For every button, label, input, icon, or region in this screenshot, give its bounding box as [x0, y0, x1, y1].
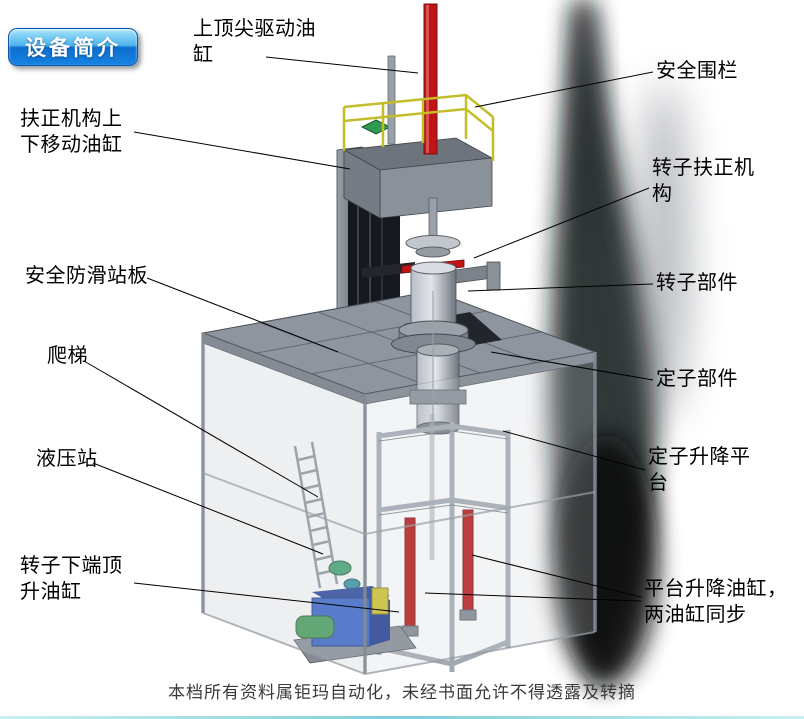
label-hydraulic-station: 液压站 — [36, 448, 98, 470]
label-rotor-component: 转子部件 — [656, 272, 738, 294]
motor — [295, 615, 335, 639]
shadow-smudge — [549, 0, 690, 692]
title-badge: 设备简介 — [8, 28, 138, 66]
safety-railing — [342, 93, 495, 161]
label-ladder: 爬梯 — [47, 345, 88, 367]
label-rotor-centering-mechanism: 转子扶正机 构 — [652, 157, 755, 206]
label-safety-fence: 安全围栏 — [656, 60, 738, 82]
label-stator-component: 定子部件 — [656, 368, 738, 390]
label-platform-lift-cylinders: 平台升降油缸， 两油缸同步 — [644, 578, 788, 627]
watermark-text: 本档所有资料属钜玛自动化，未经书面允许不得透露及转摘 — [168, 683, 636, 702]
bottom-rule — [0, 716, 804, 719]
label-centering-updown-cylinder: 扶正机构上 下移动油缸 — [20, 108, 123, 157]
label-top-center-drive-cylinder: 上顶尖驱动油 缸 — [193, 18, 316, 67]
label-anti-slip-platform: 安全防滑站板 — [25, 265, 148, 287]
green-plate — [360, 119, 392, 135]
label-stator-lift-platform: 定子升降平 台 — [648, 446, 751, 495]
label-rotor-bottom-jack-cylinder: 转子下端顶 升油缸 — [20, 555, 123, 604]
top-drive-cylinder-rod — [387, 3, 438, 155]
